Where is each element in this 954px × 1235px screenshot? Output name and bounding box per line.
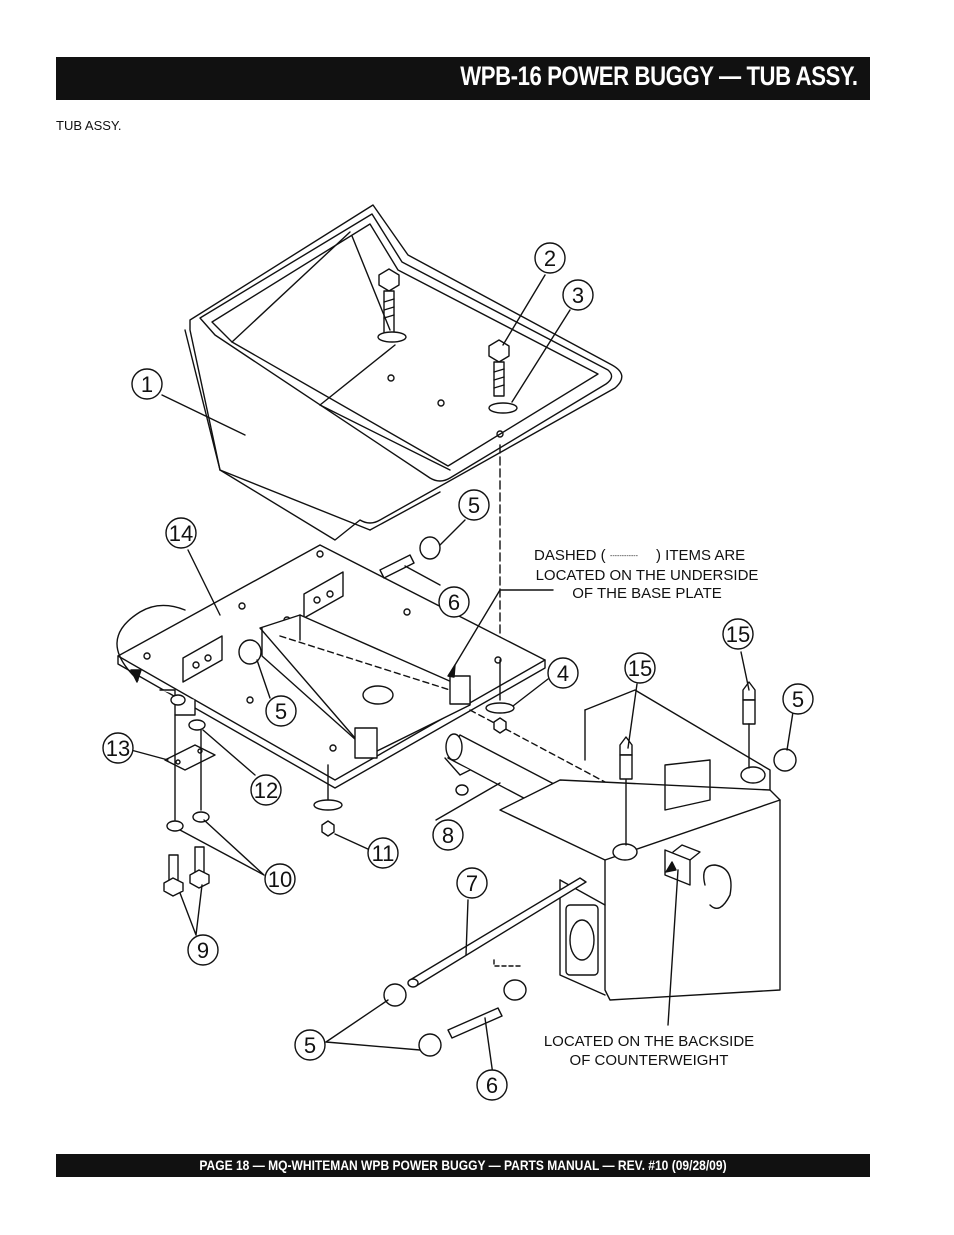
header-bar: WPB-16 POWER BUGGY — TUB ASSY.	[56, 57, 870, 100]
plate-hardware	[159, 659, 515, 897]
callout-6: 6	[486, 1073, 498, 1098]
callout-6: 6	[448, 590, 460, 615]
callout-15: 15	[628, 656, 652, 681]
page-title: WPB-16 POWER BUGGY — TUB ASSY.	[460, 61, 859, 91]
note-dashed-line3: OF THE BASE PLATE	[572, 585, 722, 602]
callout-12: 12	[254, 778, 278, 803]
callout-3: 3	[572, 283, 584, 308]
note-dashed-sample: ------------	[610, 553, 639, 560]
callout-circles	[102, 242, 814, 1101]
callout-numbers: 1 2 3 5 14 6 5 4 15 15 5 13 12 11 8 7 10…	[106, 246, 804, 1098]
callout-5: 5	[468, 493, 480, 518]
callout-14: 14	[169, 521, 193, 546]
note-dashed-line2: LOCATED ON THE UNDERSIDE	[536, 567, 759, 584]
hinge-frame	[259, 614, 471, 759]
callout-8: 8	[442, 823, 454, 848]
callout-2: 2	[544, 246, 556, 271]
tub-bolts	[351, 235, 518, 661]
callout-4: 4	[557, 661, 569, 686]
note-backside-line2: OF COUNTERWEIGHT	[570, 1052, 729, 1069]
retaining-clips	[238, 536, 797, 1057]
counterweight	[499, 689, 781, 1001]
callout-5: 5	[792, 687, 804, 712]
callout-5: 5	[304, 1033, 316, 1058]
notes: DASHED ( ------------ ) ITEMS ARE LOCATE…	[534, 547, 758, 1069]
callout-10: 10	[268, 867, 292, 892]
callout-7: 7	[466, 871, 478, 896]
short-pins	[379, 554, 503, 1039]
footer-text: PAGE 18 — MQ-WHITEMAN WPB POWER BUGGY — …	[199, 1157, 727, 1173]
long-pin	[407, 877, 587, 988]
callout-15: 15	[726, 622, 750, 647]
callout-11: 11	[372, 841, 395, 866]
tub-drawing	[184, 204, 623, 541]
leader-lines	[130, 274, 794, 1076]
grease-fittings	[619, 681, 756, 846]
note-backside-line1: LOCATED ON THE BACKSIDE	[544, 1033, 754, 1050]
note-dashed-line1a: DASHED (	[534, 547, 606, 564]
callout-13: 13	[106, 736, 130, 761]
footer-bar: PAGE 18 — MQ-WHITEMAN WPB POWER BUGGY — …	[56, 1154, 870, 1177]
callout-1: 1	[141, 372, 153, 397]
callout-5: 5	[275, 699, 287, 724]
section-label: TUB ASSY.	[56, 118, 122, 133]
note-dashed-line1c: ) ITEMS ARE	[656, 547, 745, 564]
callout-9: 9	[197, 938, 209, 963]
